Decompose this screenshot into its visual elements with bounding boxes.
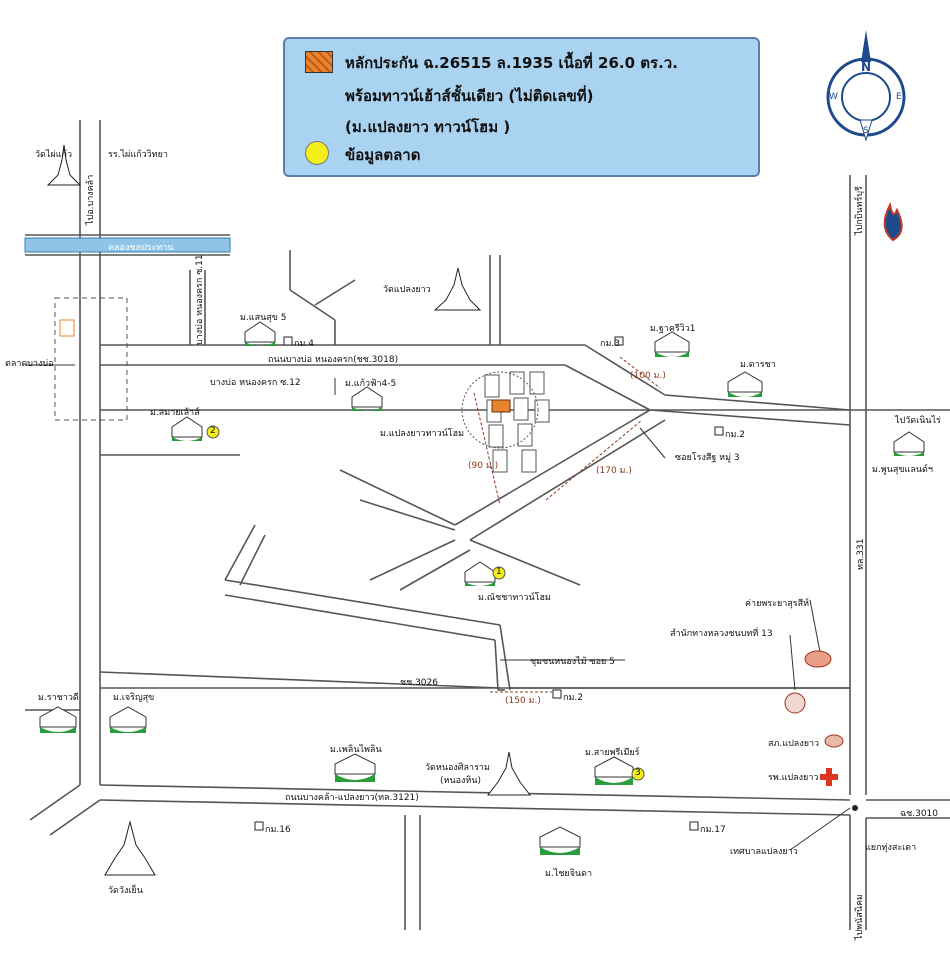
road-label-to-phanom: ไปพนัสนิคม xyxy=(855,894,865,940)
label-m-samai: ม.สมายเล้าส์ xyxy=(150,408,200,418)
road-label-soi-rong-si: ซอยโรงสีฐ หมู่ 3 xyxy=(675,453,740,463)
label-ban-thung: แยกทุ่งสะเดา xyxy=(865,843,917,853)
road-label-soi12: บางบ่อ หนองครก ซ.12 xyxy=(210,378,301,388)
distance-170m: (170 ม.) xyxy=(596,466,632,476)
km-marker-16: กม.16 xyxy=(265,825,291,835)
market-point-3: 3 xyxy=(635,768,641,778)
store-icon xyxy=(59,319,75,337)
canal xyxy=(24,237,231,253)
compass-e: E xyxy=(896,92,902,102)
pagoda-icons xyxy=(46,144,532,876)
label-m-kaeofa: ม.แก้วฟ้า4-5 xyxy=(345,379,397,389)
km-marker-17: กม.17 xyxy=(700,825,726,835)
label-m-ratcha: ม.ดารชา xyxy=(740,360,776,370)
road-label-3121: ถนนบางคล้า-แปลงยาว(ทล.3121) xyxy=(285,793,419,803)
km-post-icons xyxy=(254,336,724,831)
collateral-circle xyxy=(461,371,539,449)
road-label-soi11: บางบ่อ หนองครก ซ.11 xyxy=(195,254,205,345)
label-wat-nong-sila: วัดหนองศิลาราม xyxy=(425,763,490,773)
label-wat-plaeng-yao: วัดแปลงยาว xyxy=(383,285,431,295)
label-camp: ค่ายพระยาสุรสีห์ xyxy=(745,599,810,609)
label-hospital: รพ.แปลงยาว xyxy=(768,773,819,783)
label-police: สภ.แปลงยาว xyxy=(768,739,820,749)
legend-collateral-line3: (ม.แปลงยาว ทาวน์โฮม ) xyxy=(345,118,511,136)
label-m-sai-phai: ม.สายพรีเมียร์ xyxy=(585,748,640,758)
market-point-2: 2 xyxy=(210,426,216,436)
pointer-lines xyxy=(25,364,851,851)
compass-rose xyxy=(826,30,906,142)
km-marker-2b: กม.2 xyxy=(563,693,583,703)
distance-90m: (90 ม.) xyxy=(468,461,499,471)
legend-collateral-line2: พร้อมทาวน์เฮ้าส์ชั้นเดียว (ไม่ติดเลขที่) xyxy=(345,87,594,105)
city-hall-point xyxy=(852,805,858,811)
road-label-nong-mai-5: ชุมชนหนองไม้ ซอย 5 xyxy=(530,657,615,667)
road-label-to-bang-khla: ไปอ.บางคล้า xyxy=(86,174,96,225)
label-m-phloen: ม.เพลินไพลิน xyxy=(330,745,382,755)
legend-box: หลักประกัน ฉ.26515 ล.1935 เนื้อที่ 26.0 … xyxy=(283,37,760,177)
distance-100m: (100 ม.) xyxy=(630,371,666,381)
collateral-swatch xyxy=(305,51,333,73)
road-label-to-wat-ran: ไปวัดเนินไร่ xyxy=(895,416,941,426)
label-m-plaeng-yao-town: ม.แปลงยาวทาวน์โฮม xyxy=(380,429,465,439)
collateral-plot xyxy=(491,399,511,413)
market-point-1: 1 xyxy=(496,567,502,577)
label-city-hall: เทศบาลแปลงยาว xyxy=(730,847,798,857)
police-icon xyxy=(824,734,844,748)
compass-s: S xyxy=(863,126,869,136)
label-m-rachawadi: ม.ราชาวดี xyxy=(38,693,79,703)
gas-station-icon xyxy=(883,202,903,242)
road-label-3010: ฉช.3010 xyxy=(900,809,939,819)
legend-collateral-line1: หลักประกัน ฉ.26515 ล.1935 เนื้อที่ 26.0 … xyxy=(345,54,678,72)
market-swatch xyxy=(305,141,329,165)
label-m-charoensuk: ม.เจริญสุข xyxy=(113,693,155,703)
label-wat-phai-kaeo: วัดไผ่แก้ว xyxy=(35,150,73,160)
label-m-phunsuk: ม.พูนสุขแลนด์ฯ xyxy=(872,465,933,475)
km-marker-3: กม.3 xyxy=(600,339,620,349)
compass-w: W xyxy=(829,92,838,102)
townhouse-plots xyxy=(484,371,550,473)
label-m-chai-chinda: ม.ไชยจินดา xyxy=(545,869,593,879)
km-marker-4: กม.4 xyxy=(294,339,314,349)
label-m-santisuk5: ม.แสนสุข 5 xyxy=(240,313,287,323)
label-wat-wang-yen: วัดวังเย็น xyxy=(108,886,143,896)
house-icons xyxy=(39,321,925,855)
label-market-bang-bo: ตลาดบางบ่อ xyxy=(5,359,54,369)
label-office: สำนักทางหลวงชนบทที่ 13 xyxy=(670,629,773,639)
road-label-3018: ถนนบางบ่อ หนองครก(ชช.3018) xyxy=(268,355,399,365)
distance-150m: (150 ม.) xyxy=(505,696,541,706)
market-area-box xyxy=(54,297,128,421)
road-label-tl331: ทล.331 xyxy=(856,538,866,571)
km-marker-2a: กม.2 xyxy=(725,430,745,440)
legend-market: ข้อมูลตลาด xyxy=(345,146,421,164)
road-label-3026: ชช.3026 xyxy=(400,678,438,688)
office-icon xyxy=(784,692,806,714)
market-points xyxy=(206,425,645,781)
canal-label: คลองชลประทาน xyxy=(108,243,174,253)
label-m-thakri: ม.ฐาครีวิว1 xyxy=(650,324,696,334)
label-wat-nong-sila-sub: (หนองหิน) xyxy=(440,776,481,786)
label-m-natcha: ม.ณัชชาทาวน์โฮม xyxy=(478,593,551,603)
hospital-icon xyxy=(820,768,838,786)
label-school: รร.ไผ่แก้ววิทยา xyxy=(108,150,168,160)
camp-icon xyxy=(804,650,832,668)
compass-n: N xyxy=(861,60,872,74)
distance-arrows xyxy=(473,356,661,693)
road-label-to-kabin: ไปกบินทร์บุรี xyxy=(855,186,865,235)
